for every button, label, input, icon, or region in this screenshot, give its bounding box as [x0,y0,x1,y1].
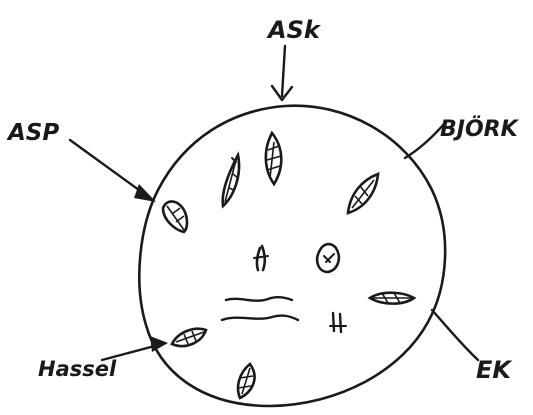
wavy-lines [222,297,298,320]
arrow-asp [70,140,156,202]
arrow-ask [272,46,292,100]
leaf-ask [266,133,281,184]
leaf-bjork [348,174,378,213]
leaf-round [317,244,339,272]
leaf-bottom [238,364,255,398]
leaf-circle [139,106,445,406]
label-hassel: Hassel [38,357,117,381]
arrow-hassel [102,336,168,360]
pointer-ek [432,310,478,360]
leaf-ek [370,293,414,304]
leaf-upper-left [223,155,239,206]
pointer-bjork [405,124,444,158]
label-asp: ASP [6,120,59,146]
leaf-asp [163,201,187,232]
center-mark [254,246,268,270]
label-bjork: BJÖRK [440,116,520,142]
leaf-hassel [172,329,206,346]
label-ask: ASk [266,16,322,44]
label-ek: EK [476,356,513,384]
small-mark [330,313,346,332]
